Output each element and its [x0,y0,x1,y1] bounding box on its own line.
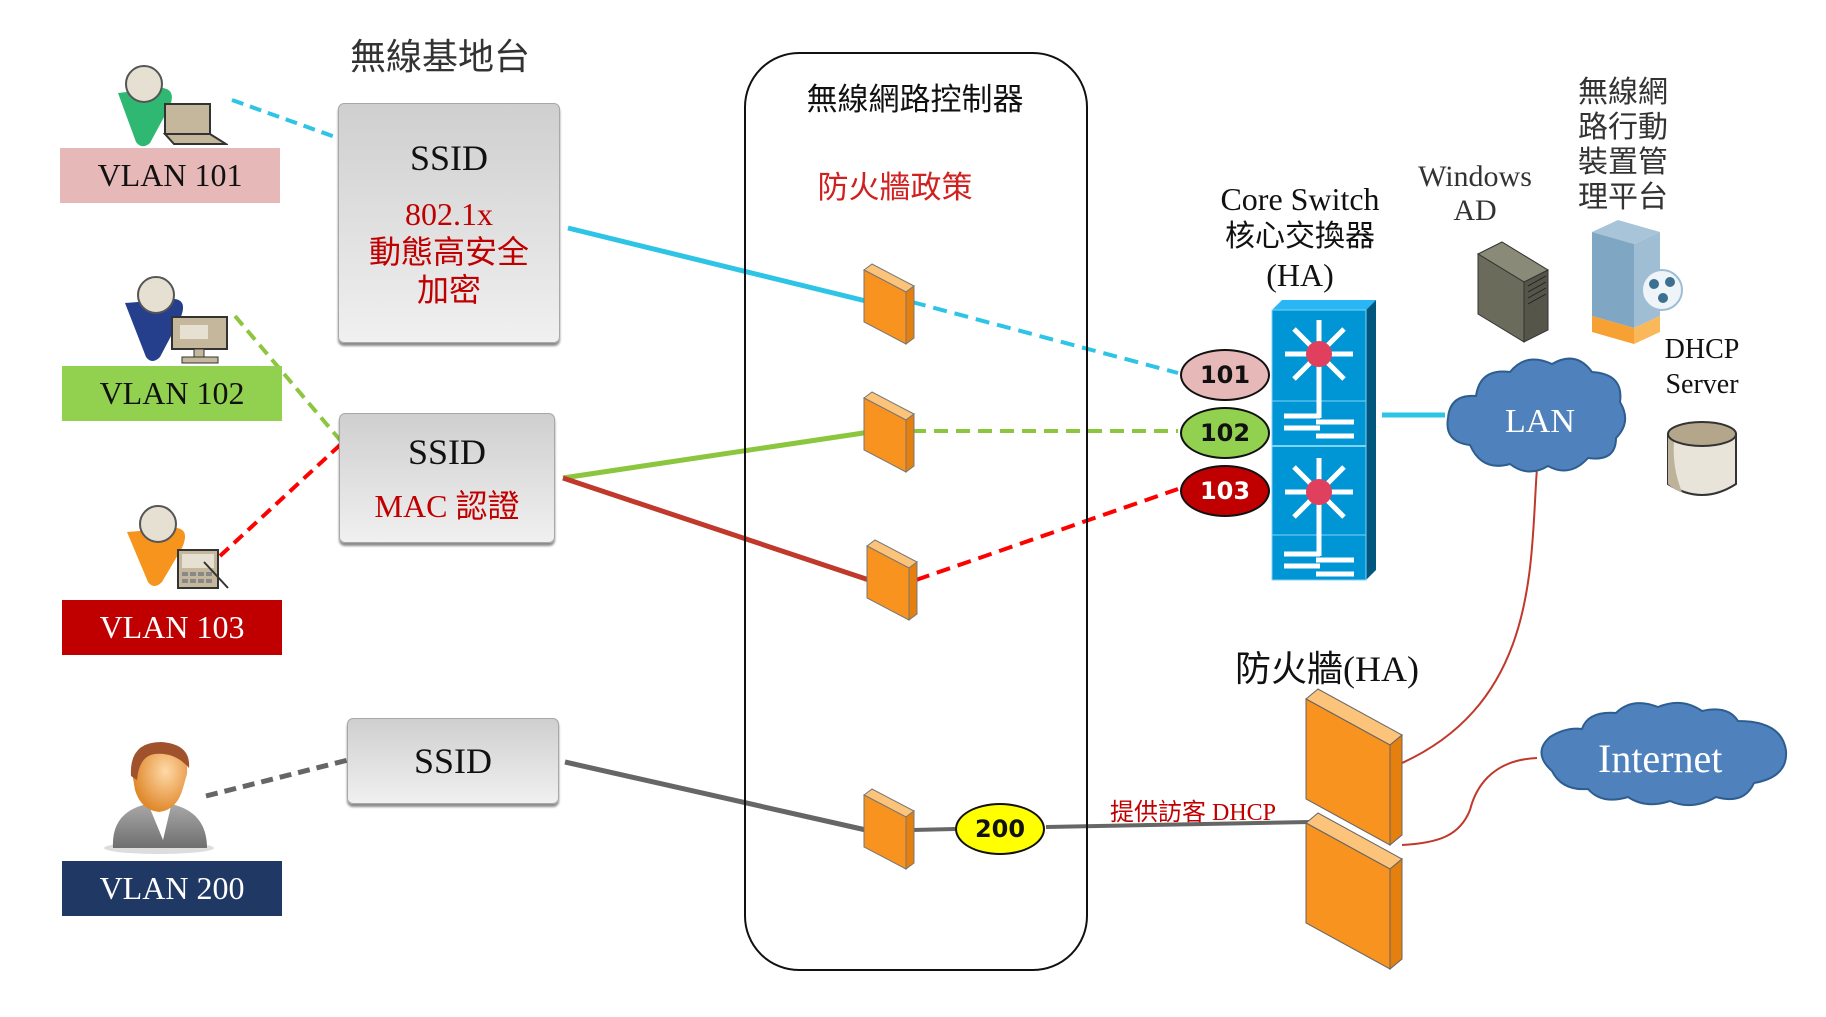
firewall-policy-102-icon [863,391,915,473]
dhcp-title-line2: Server [1665,369,1739,400]
link-ssid1-fw1 [567,225,871,305]
guest-user-icon [104,742,214,854]
windows-ad-title-line1: Windows [1418,160,1532,193]
lan-label: LAN [1505,403,1575,440]
link-ssid2-fw3 [562,475,873,584]
ssid-mac-line1: MAC 認證 [374,488,520,524]
vlan-101-label: VLAN 101 [60,148,280,203]
ssid-8021x-box: SSID 802.1x 動態高安全 加密 [338,103,560,343]
link-user102-ssid2 [233,314,342,442]
mdm-title-line2: 路行動 [1578,111,1668,144]
internet-cloud-icon [1540,701,1788,807]
user-desktop-icon [125,276,228,364]
ssid-8021x-line3: 加密 [416,272,481,308]
vlan-102-text: VLAN 102 [99,375,245,411]
windows-ad-server-icon [1476,241,1550,343]
mdm-title-line1: 無線網 [1578,76,1668,109]
guest-dhcp-label: 提供訪客 DHCP [1110,800,1277,826]
link-fw4-badge200 [911,827,956,832]
link-user200-ssid3 [205,757,349,799]
vlan-103-label: VLAN 103 [62,600,282,655]
badge-vlan-102: 102 [1180,407,1270,459]
firewall-policy-title: 防火牆政策 [817,170,973,206]
wireless-controller-frame [744,52,1088,971]
badge-vlan-101: 101 [1180,349,1270,401]
dhcp-server-title: DHCP Server [1652,332,1752,402]
badge-vlan-103-text: 103 [1199,477,1251,505]
link-fw1-badge101 [911,300,1179,375]
vlan-200-text: VLAN 200 [99,870,245,906]
dhcp-database-icon [1667,421,1737,496]
windows-ad-title-line2: AD [1453,194,1497,227]
user-tablet-icon [127,505,229,589]
mdm-title-line4: 理平台 [1578,181,1668,214]
controller-title: 無線網路控制器 [806,82,1024,118]
ssid-mac-box: SSID MAC 認證 [339,413,555,543]
link-ssid3-fw4 [564,759,867,833]
link-internet-firewall-ha [1401,757,1538,846]
core-switch-title-line2: 核心交換器 [1225,219,1375,254]
core-switch-title: Core Switch 核心交換器 (HA) [1210,180,1390,294]
link-user101-ssid1 [231,98,339,140]
ssid-guest-title: SSID [413,741,493,781]
badge-vlan-200-text: 200 [974,815,1026,843]
firewall-ha-icon [1305,688,1403,971]
windows-ad-title: Windows AD [1400,160,1550,228]
access-points-title: 無線基地台 [350,37,531,77]
core-switch-title-line3: (HA) [1266,257,1334,293]
badge-vlan-200: 200 [955,803,1045,855]
badge-vlan-101-text: 101 [1199,361,1251,389]
ssid-guest-box: SSID [347,718,559,804]
vlan-102-label: VLAN 102 [62,366,282,421]
mdm-title-line3: 裝置管 [1578,146,1668,179]
mdm-server-icon [1592,220,1683,344]
core-switch-icon [1271,300,1376,581]
firewall-policy-101-icon [863,263,915,345]
link-ssid2-fw2 [562,429,871,481]
mdm-platform-title: 無線網 路行動 裝置管 理平台 [1568,75,1678,215]
badge-vlan-103: 103 [1180,465,1270,517]
link-lan-firewall-ha [1401,467,1538,764]
vlan-101-text: VLAN 101 [97,157,243,193]
firewall-policy-200-icon [863,788,915,870]
firewall-ha-title: 防火牆(HA) [1235,649,1419,689]
vlan-200-label: VLAN 200 [62,861,282,916]
link-badge200-firewall-ha [1045,820,1311,829]
ssid-8021x-line1: 802.1x [405,196,493,232]
core-switch-title-line1: Core Switch [1220,181,1380,217]
vlan-103-text: VLAN 103 [99,609,245,645]
badge-vlan-102-text: 102 [1199,419,1251,447]
firewall-policy-103-icon [866,539,918,621]
lan-cloud-icon [1446,357,1627,473]
ssid-8021x-title: SSID [409,138,489,178]
ssid-mac-title: SSID [407,432,487,472]
internet-label: Internet [1598,736,1723,781]
link-fw3-badge103 [915,487,1179,582]
dhcp-title-line1: DHCP [1664,334,1740,365]
user-laptop-icon [118,65,228,147]
link-user103-ssid2 [218,443,342,558]
ssid-8021x-line2: 動態高安全 [368,234,529,270]
